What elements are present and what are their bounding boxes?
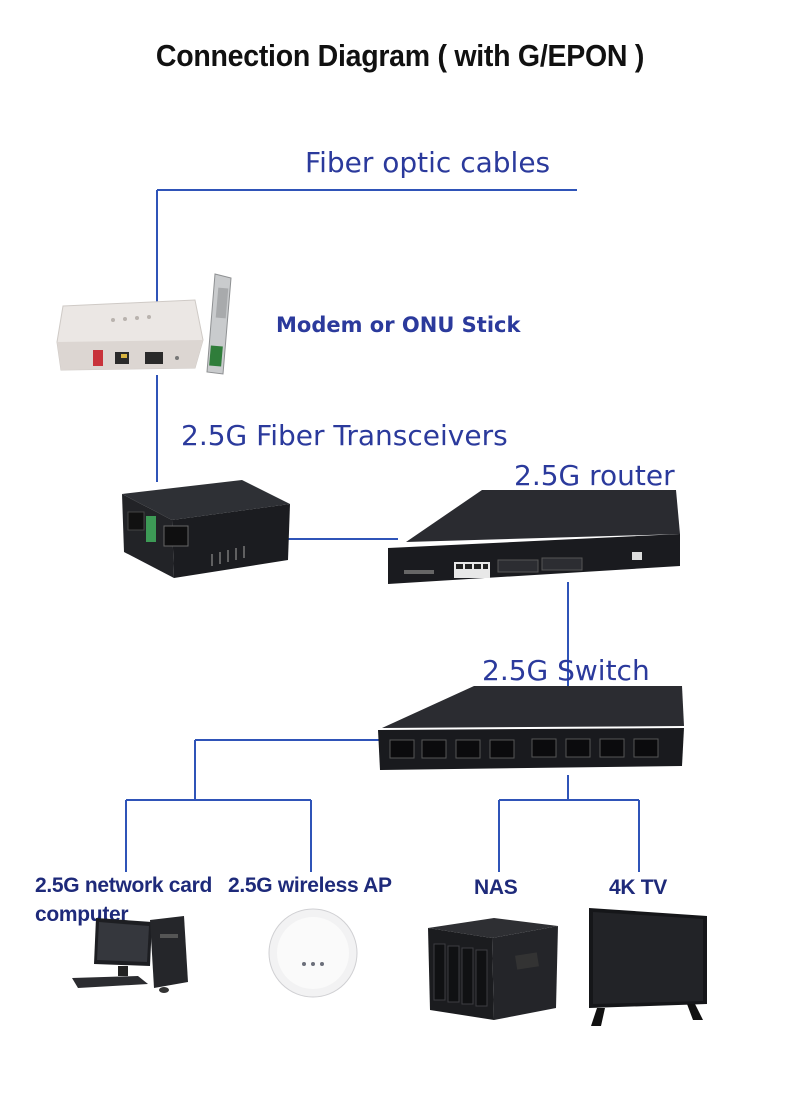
label-4k-tv: 4K TV <box>609 876 668 899</box>
switch-image <box>378 686 684 770</box>
label-nas: NAS <box>474 876 518 899</box>
computer-image <box>72 916 188 993</box>
label-nic: 2.5G network card <box>35 874 212 897</box>
label-switch: 2.5G Switch <box>482 654 650 687</box>
nas-image <box>428 918 558 1020</box>
onu-stick-image <box>206 273 232 375</box>
modem-image <box>56 299 204 371</box>
wireless-ap-image <box>268 908 358 998</box>
label-fiber-transceivers: 2.5G Fiber Transceivers <box>181 419 508 452</box>
transceiver-image <box>122 480 290 578</box>
label-wireless-ap: 2.5G wireless AP <box>228 874 392 897</box>
tv-image <box>589 908 707 1026</box>
label-router: 2.5G router <box>514 459 675 492</box>
label-modem: Modem or ONU Stick <box>276 313 521 337</box>
diagram-title: Connection Diagram ( with G/EPON ) <box>155 38 645 73</box>
label-fiber-optic-cables: Fiber optic cables <box>305 146 551 179</box>
router-image <box>388 490 680 584</box>
